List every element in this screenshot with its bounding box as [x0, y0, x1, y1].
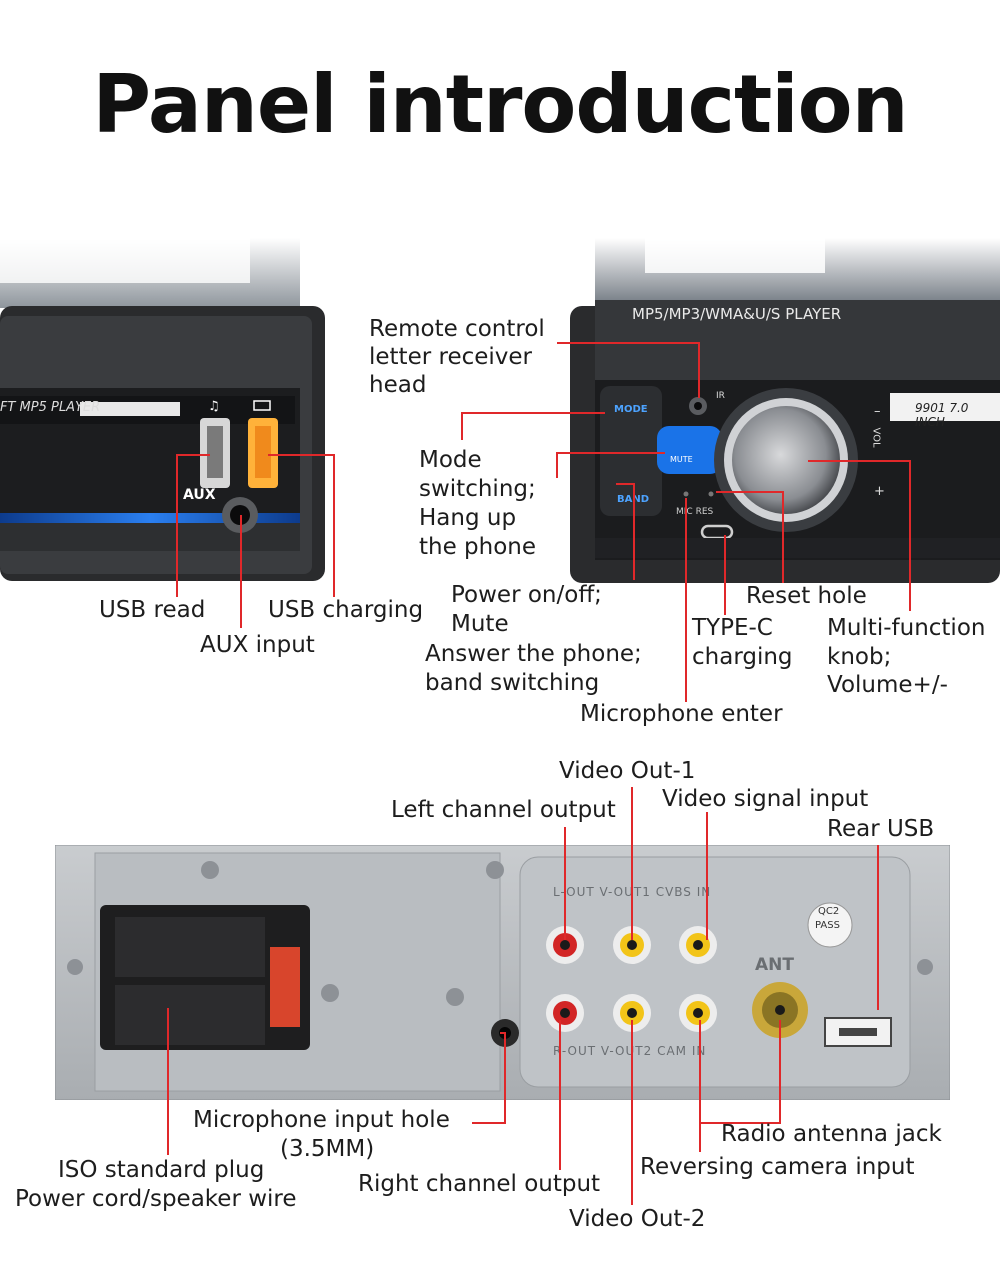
remote-label-line3: head [369, 372, 427, 398]
power-label-line1: Power on/off; [451, 582, 602, 608]
rca-bottom-text: R-OUT V-OUT2 CAM IN [553, 1044, 707, 1058]
iso-label-line2: Power cord/speaker wire [15, 1186, 297, 1212]
page-title: Panel introduction [92, 58, 908, 151]
right-channel-label: Right channel output [358, 1171, 601, 1197]
aux-input-label: AUX input [200, 632, 315, 658]
video-out-1-label: Video Out-1 [559, 758, 696, 784]
microphone-enter-label: Microphone enter [580, 701, 783, 727]
mode-label-line3: Hang up [419, 505, 517, 531]
ant-text: ANT [755, 955, 794, 975]
aux-text: AUX [183, 487, 216, 503]
remote-label-line1: Remote control [369, 316, 545, 342]
mode-label-line2: switching; [419, 476, 536, 502]
reversing-label: Reversing camera input [640, 1154, 915, 1180]
remote-leader [557, 342, 700, 398]
right-screen-text: 9901 7.0 INCH [915, 401, 969, 429]
video-out-2-label: Video Out-2 [569, 1206, 706, 1232]
usb-charging-leader [268, 454, 335, 597]
answer-label-line1: Answer the phone; [425, 641, 642, 667]
qc-text-1: QC2 [818, 906, 840, 917]
right-top-text: MP5/MP3/WMA&U/S PLAYER [632, 305, 842, 323]
mode-label-line1: Mode [419, 447, 482, 473]
usb-charging-label: USB charging [268, 597, 424, 623]
video-signal-label: Video signal input [662, 786, 869, 812]
knob-label-line3: Volume+/- [827, 672, 948, 698]
qc-text-2: PASS [815, 920, 840, 931]
radio-ant-leader [700, 1020, 781, 1124]
radio-ant-label: Radio antenna jack [721, 1121, 942, 1147]
left-channel-label: Left channel output [391, 797, 616, 823]
typec-label-line2: charging [692, 644, 793, 670]
rear-usb-label: Rear USB [827, 816, 935, 842]
usb-read-label: USB read [99, 597, 206, 623]
mic-hole-label-line1: Microphone input hole [193, 1107, 450, 1133]
mic-hole-leader [472, 1032, 506, 1124]
left-panel-image: ♫ [0, 238, 325, 581]
mic-res-text: MIC RES [676, 507, 714, 517]
remote-label-line2: letter receiver [369, 344, 532, 370]
mode-text: MODE [614, 404, 648, 415]
typec-label-line1: TYPE-C [692, 615, 773, 641]
knob-leader [808, 460, 911, 611]
ir-text: IR [716, 391, 725, 401]
reset-leader [716, 491, 784, 583]
mic-hole-label-line2: (3.5MM) [280, 1136, 375, 1162]
knob-label-line2: knob; [827, 644, 892, 670]
usb-read-leader [176, 454, 210, 597]
rear-panel-image [55, 845, 950, 1100]
power-leader [556, 452, 665, 478]
left-screen-text: FT MP5 PLAYER [0, 400, 101, 415]
answer-label-line2: band switching [425, 670, 600, 696]
mode-label-line4: the phone [419, 534, 537, 560]
reset-label: Reset hole [746, 583, 867, 609]
svg-text:♫: ♫ [208, 399, 220, 414]
answer-leader [616, 483, 635, 580]
iso-label-line1: ISO standard plug [58, 1157, 265, 1183]
vol-plus-text: + [874, 484, 885, 499]
mode-leader [461, 412, 605, 440]
mute-text: MUTE [670, 455, 693, 464]
knob-label-line1: Multi-function [827, 615, 986, 641]
power-label-line2: Mute [451, 611, 509, 637]
right-panel-image [570, 238, 1000, 583]
vol-minus-text: – [874, 404, 881, 419]
